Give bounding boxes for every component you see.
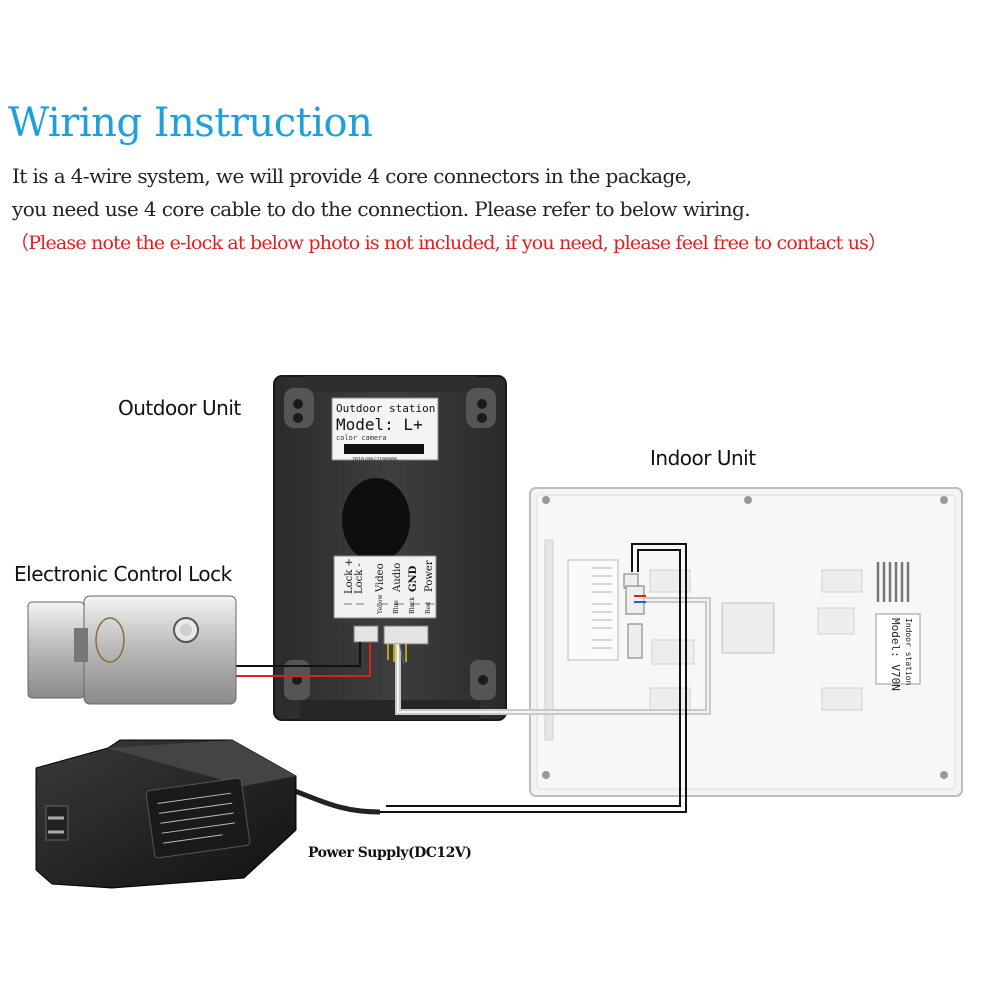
lock-wires <box>236 642 371 677</box>
power-supply-label: Power Supply(DC12V) <box>308 845 472 861</box>
indoor-sticker-line-2: Model: V70N <box>889 618 902 691</box>
intro-text-line-2: you need use 4 core cable to do the conn… <box>12 197 751 221</box>
page-title: Wiring Instruction <box>8 100 373 146</box>
lock-connector <box>353 625 379 643</box>
electronic-lock <box>27 595 237 705</box>
terminal-label-power: Power <box>424 560 435 592</box>
outdoor-sticker-line-3: color camera <box>336 434 387 442</box>
outdoor-unit-label: Outdoor Unit <box>118 396 241 420</box>
electronic-lock-label: Electronic Control Lock <box>14 562 232 586</box>
outdoor-unit: Outdoor station Model: L+ color camera 2… <box>273 375 507 721</box>
terminal-label-lock-minus: Lock - <box>354 563 365 594</box>
intro-text-line-1: It is a 4-wire system, we will provide 4… <box>12 164 692 188</box>
speaker-grille <box>876 562 910 602</box>
terminal-label-audio: Audio <box>392 563 403 593</box>
terminal-label-lock-plus: Lock + <box>344 558 355 594</box>
outdoor-sticker-line-2: Model: L+ <box>336 415 423 434</box>
power-cable <box>291 543 687 815</box>
terminal-label-video: Video <box>375 563 386 593</box>
indoor-sticker-line-1: Indoor station <box>904 618 913 686</box>
lock-not-included-note: （Please note the e-lock at below photo i… <box>10 232 887 254</box>
terminal-label-gnd: GND <box>408 565 419 592</box>
wire-color-black: Black <box>409 597 416 614</box>
wire-color-red: Red <box>425 602 432 614</box>
power-adapter <box>35 739 297 889</box>
outdoor-sticker-serial: 2018/09/2100806 <box>352 457 397 463</box>
indoor-unit-label: Indoor Unit <box>650 446 756 470</box>
indoor-model-sticker: Indoor station Model: V70N <box>875 613 921 691</box>
four-core-connector <box>383 625 429 645</box>
outdoor-sticker-line-1: Outdoor station <box>336 402 435 415</box>
wire-color-blue: Blue <box>393 600 400 614</box>
